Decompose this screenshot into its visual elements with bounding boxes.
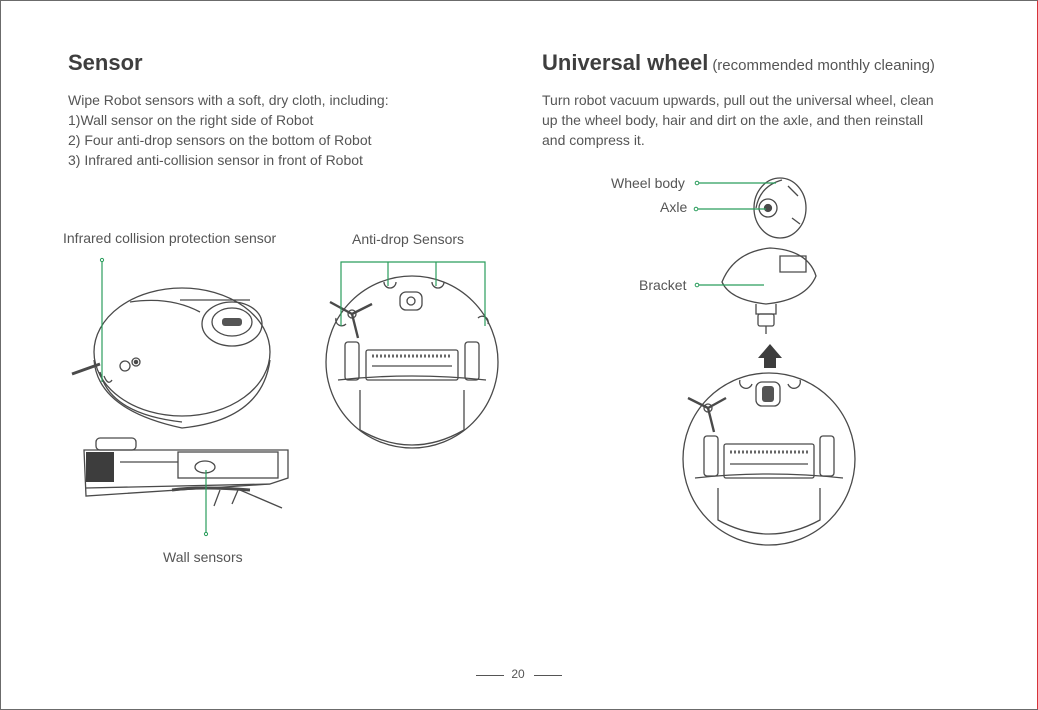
robot-side-view-illustration: [84, 438, 288, 508]
footer-rule-left: [476, 675, 504, 676]
robot-bottom-view-illustration: [326, 276, 498, 448]
footer-rule-right: [534, 675, 562, 676]
callout-lines: [102, 183, 776, 534]
robot-bottom-view-wheel-removed-illustration: [683, 373, 855, 545]
up-arrow-icon: [758, 344, 782, 368]
callout-end-dots: [100, 181, 698, 535]
page-number: 20: [508, 667, 528, 681]
universal-wheel-illustration: [722, 178, 816, 334]
